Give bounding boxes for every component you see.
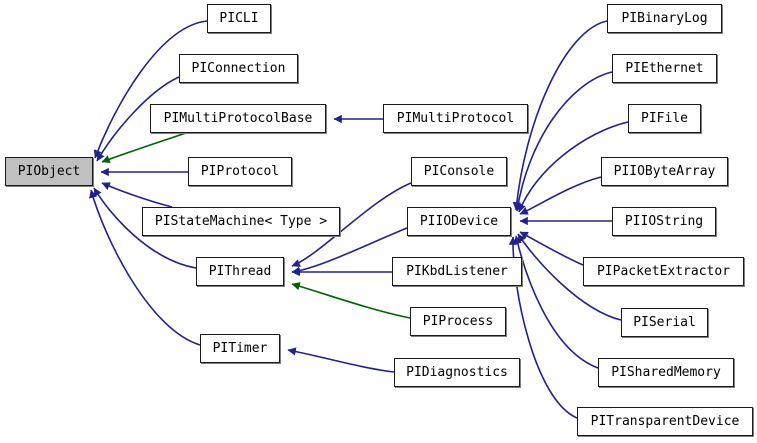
class-node-piconnection[interactable]: PIConnection [179,54,298,83]
class-node-piprotocol[interactable]: PIProtocol [188,157,292,186]
class-node-label: PITimer [212,341,268,356]
class-node-label: PIDiagnostics [406,365,508,380]
class-node-pistatemachine[interactable]: PIStateMachine< Type > [142,207,340,236]
edge-pimultiprotocolbase-to-piobject [101,132,187,164]
class-node-piobject[interactable]: PIObject [5,157,93,186]
class-node-piprocess[interactable]: PIProcess [410,307,506,336]
class-node-pipacketextractor[interactable]: PIPacketExtractor [583,257,744,286]
class-node-label: PIProcess [422,314,494,329]
edge-pistatemachine-to-piobject [101,182,173,208]
edge-pipacketextractor-to-piiodevice [519,231,584,266]
class-node-piiodevice[interactable]: PIIODevice [407,207,511,236]
class-node-label: PIObject [17,164,81,179]
edge-piiodevice-to-pithread [291,227,408,276]
edge-pifile-to-piiodevice [517,121,629,213]
class-node-label: PIEthernet [625,61,704,76]
class-node-piconsole[interactable]: PIConsole [411,157,507,186]
class-node-pikbdlistener[interactable]: PIKbdListener [392,257,522,286]
class-node-piiostring[interactable]: PIIOString [612,207,716,236]
edge-piprocess-to-pithread [291,282,411,319]
edge-pisharedmemory-to-piiodevice [513,235,599,369]
class-node-pimultiprotocol[interactable]: PIMultiProtocol [383,104,528,133]
class-node-pimultiprotocolbase[interactable]: PIMultiProtocolBase [150,104,326,133]
class-node-label: PISerial [633,315,696,330]
class-node-picli[interactable]: PICLI [207,4,271,33]
class-node-label: PIPacketExtractor [596,264,731,279]
class-node-pitimer[interactable]: PITimer [200,334,280,363]
class-node-label: PIBinaryLog [621,11,708,26]
class-node-label: PICLI [219,11,259,26]
class-node-label: PIConsole [423,164,495,179]
edge-pithread-to-piobject [93,187,197,269]
class-node-pifile[interactable]: PIFile [628,104,701,133]
class-node-label: PIMultiProtocol [396,111,515,126]
edge-piethernet-to-piiodevice [514,71,613,212]
class-node-label: PIIOByteArray [613,164,716,179]
class-node-label: PIIOString [624,214,704,229]
class-node-label: PIThread [208,264,272,279]
class-node-label: PIFile [641,111,688,126]
edge-pidiagnostics-to-pitimer [287,347,395,373]
class-node-pisharedmemory[interactable]: PISharedMemory [598,358,734,387]
class-node-pibinarylog[interactable]: PIBinaryLog [607,4,722,33]
class-node-pidiagnostics[interactable]: PIDiagnostics [394,358,520,387]
edge-piconsole-to-pithread [291,182,412,268]
edge-pitransparentdevice-to-piiodevice [508,236,578,419]
edge-piserial-to-piiodevice [517,233,622,321]
class-node-label: PISharedMemory [611,365,721,380]
edge-picli-to-piobject [93,20,208,159]
class-node-label: PIKbdListener [406,264,508,279]
class-node-piserial[interactable]: PISerial [621,308,708,337]
edge-pibinarylog-to-piiodevice [512,20,608,211]
edge-pitimer-to-piobject [89,189,201,346]
class-node-label: PIConnection [191,61,286,76]
class-node-piiobytearray[interactable]: PIIOByteArray [601,157,728,186]
class-node-label: PIMultiProtocolBase [163,111,313,126]
class-node-piethernet[interactable]: PIEthernet [612,54,717,83]
edge-piconnection-to-piobject [96,76,180,162]
class-node-pitransparentdevice[interactable]: PITransparentDevice [577,407,753,436]
class-node-label: PIProtocol [200,164,280,179]
class-node-pithread[interactable]: PIThread [196,257,284,286]
class-node-label: PIIODevice [419,214,499,229]
class-node-label: PITransparentDevice [590,414,740,429]
edge-piiobytearray-to-piiodevice [519,176,602,215]
class-node-label: PIStateMachine< Type > [154,214,328,229]
